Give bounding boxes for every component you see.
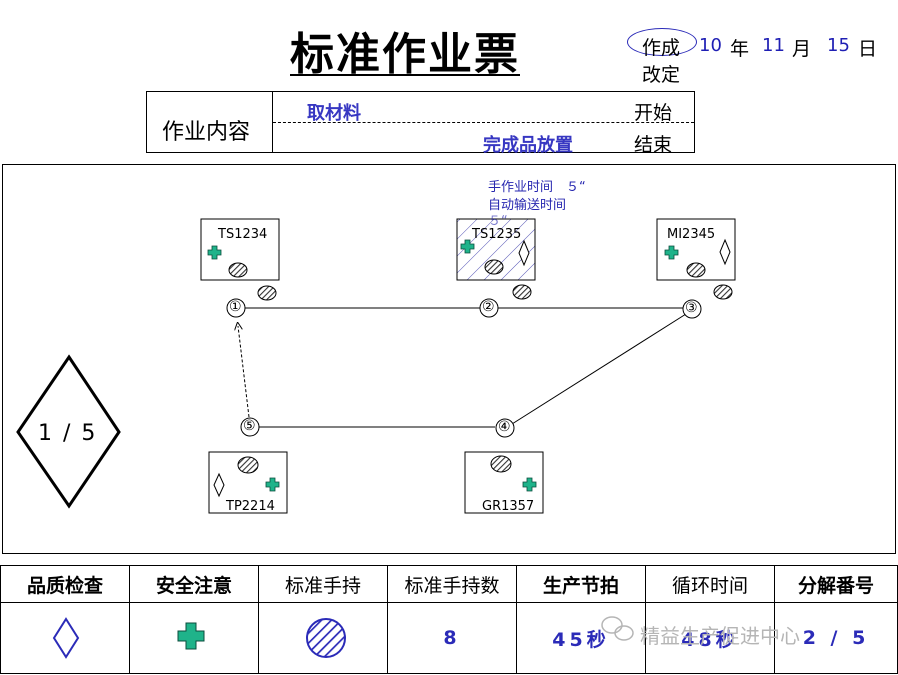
date-month: 11 (762, 35, 785, 56)
legend-safety-cell (129, 602, 259, 674)
work-content-divider (272, 91, 273, 153)
date-day: 15 (827, 35, 850, 56)
machine-mi2345 (656, 218, 736, 281)
standard-wip-icon (686, 262, 706, 278)
value-standard-wip-count: 8 (387, 602, 517, 674)
machine-gr1357 (464, 451, 544, 514)
header-standard-wip-count: 标准手持数 (387, 565, 517, 603)
date-month-unit: 月 (792, 38, 812, 60)
made-oval-marker (627, 28, 697, 56)
manual-time-note: 手作业时间 ５“ (488, 180, 586, 195)
standard-wip-icon (484, 259, 504, 275)
start-task: 取材料 (307, 103, 361, 124)
work-content-label: 作业内容 (162, 120, 251, 145)
flow-line-3-4 (511, 313, 687, 425)
value-cycle-time: 48秒 (645, 602, 775, 674)
date-year: 10 (699, 35, 722, 56)
header-quality-check: 品质检查 (0, 565, 130, 603)
work-content-box (146, 91, 695, 153)
legend-table: 品质检查 安全注意 标准手持 标准手持数 生产节拍 循环时间 分解番号 8 45… (0, 565, 898, 674)
machine-id-mi2345: MI2345 (667, 227, 716, 242)
quality-check-diamond-icon (719, 238, 731, 266)
step-label-1: ① (229, 299, 242, 315)
made-label: 作成 (642, 37, 681, 59)
step-label-3: ③ (685, 300, 698, 316)
value-breakdown-no: 2 / 5 (774, 602, 898, 674)
machine-id-ts1234: TS1234 (218, 227, 268, 242)
header-breakdown-no: 分解番号 (774, 565, 898, 603)
standard-wip-icon (228, 262, 248, 278)
header-cycle-time: 循环时间 (645, 565, 775, 603)
revised-label: 改定 (642, 64, 681, 86)
step-label-2: ② (482, 299, 495, 315)
page-marker-diamond-icon (16, 354, 121, 509)
auto-transfer-note: 自动输送时间 (488, 198, 567, 213)
value-takt-time: 45秒 (516, 602, 646, 674)
header-safety: 安全注意 (129, 565, 259, 603)
page-title: 标准作业票 (290, 29, 520, 80)
date-day-unit: 日 (858, 38, 878, 60)
quality-check-diamond-icon (518, 239, 530, 267)
safety-cross-icon (664, 245, 679, 260)
step-label-5: ⑤ (243, 418, 256, 434)
date-year-unit: 年 (730, 38, 750, 60)
safety-cross-icon (460, 239, 475, 254)
standard-wip-icon (713, 284, 733, 300)
legend-quality-cell (0, 602, 130, 674)
quality-check-diamond-icon (213, 472, 225, 498)
return-walk-arrow (238, 326, 250, 418)
safety-cross-icon (265, 477, 280, 492)
safety-cross-icon (207, 245, 222, 260)
end-task: 完成品放置 (483, 135, 573, 156)
end-label: 结束 (634, 134, 673, 156)
work-content-dash-line (273, 122, 694, 123)
auto-transfer-time-note: ５“ (488, 214, 508, 229)
step-circle-2 (479, 298, 499, 318)
standard-wip-icon (512, 284, 532, 300)
start-label: 开始 (634, 102, 673, 124)
machine-tp2214 (208, 451, 288, 514)
safety-cross-icon (522, 477, 537, 492)
legend-wip-cell (258, 602, 388, 674)
layout-diagram-frame (2, 164, 896, 554)
step-circle-1 (226, 298, 246, 318)
watermark: 精益生产促进中心 (640, 624, 800, 648)
standard-wip-icon (237, 456, 259, 474)
machine-ts1234 (200, 218, 280, 281)
step-circle-3 (682, 299, 702, 319)
machine-id-ts1235: TS1235 (472, 227, 522, 242)
standard-wip-icon (257, 285, 277, 301)
standard-wip-icon (490, 455, 512, 473)
header-takt-time: 生产节拍 (516, 565, 646, 603)
machine-id-gr1357: GR1357 (482, 499, 535, 514)
machine-ts1235 (456, 218, 536, 281)
page-marker-label: 1 / 5 (38, 421, 98, 446)
step-circle-4 (495, 418, 515, 438)
machine-id-tp2214: TP2214 (226, 499, 275, 514)
step-circle-5 (240, 417, 260, 437)
step-label-4: ④ (498, 419, 511, 435)
header-standard-wip: 标准手持 (258, 565, 388, 603)
